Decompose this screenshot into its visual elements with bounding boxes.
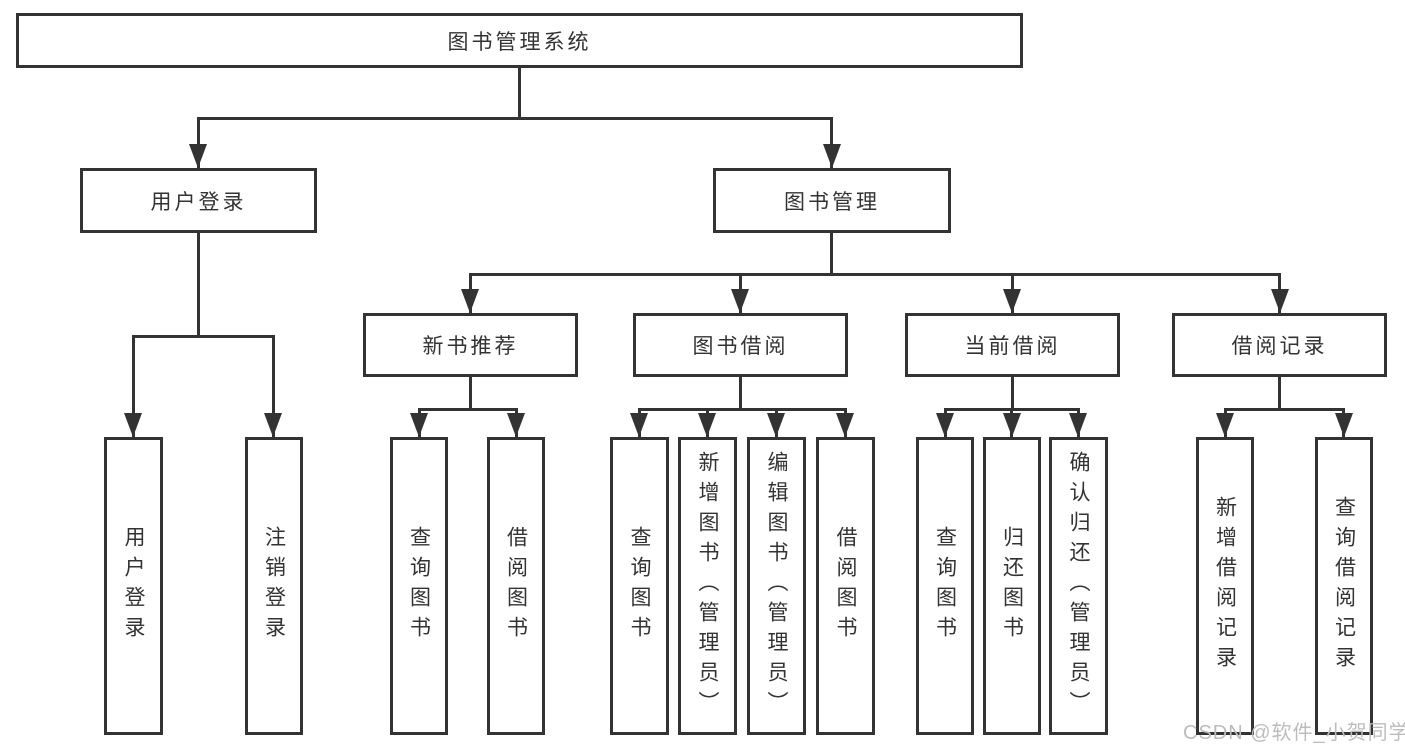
leaf-logout-label: 注销登录: [262, 526, 286, 646]
node-borrow-records-label: 借阅记录: [1231, 335, 1328, 358]
leaf-current-query-book-label: 查询图书: [933, 526, 957, 646]
leaf-current-confirm-return-admin: 确认归还（管理员）: [1049, 437, 1108, 735]
arrowhead-down-icon: [1335, 413, 1353, 437]
leaf-borrow-edit-book-admin: 编辑图书（管理员）: [747, 437, 806, 735]
leaf-recommend-query-book: 查询图书: [390, 437, 448, 735]
node-book-borrow: 图书借阅: [633, 313, 848, 377]
leaf-records-query-record: 查询借阅记录: [1315, 437, 1373, 735]
leaf-borrow-query-book: 查询图书: [610, 437, 669, 735]
node-book-management: 图书管理: [713, 168, 951, 233]
connector-line: [739, 377, 742, 408]
connector-line: [132, 335, 135, 437]
connector-line: [518, 68, 521, 120]
connector-line: [638, 408, 847, 411]
connector-line: [1011, 377, 1014, 408]
leaf-user-login-label: 用户登录: [122, 526, 146, 646]
leaf-borrow-edit-book-admin-label: 编辑图书（管理员）: [765, 451, 789, 721]
leaf-borrow-add-book-admin: 新增图书（管理员）: [678, 437, 737, 735]
connector-line: [197, 233, 200, 335]
leaf-recommend-query-book-label: 查询图书: [407, 526, 431, 646]
arrowhead-down-icon: [731, 289, 749, 313]
leaf-logout: 注销登录: [245, 437, 303, 735]
node-user-login-label: 用户登录: [150, 190, 247, 214]
arrowhead-down-icon: [1271, 289, 1289, 313]
watermark: CSDN @软件_小贺同学: [1183, 722, 1405, 744]
arrowhead-down-icon: [1003, 289, 1021, 313]
arrowhead-down-icon: [1003, 413, 1021, 437]
arrowhead-down-icon: [507, 413, 525, 437]
leaf-current-query-book: 查询图书: [916, 437, 974, 735]
connector-line: [1278, 377, 1281, 408]
leaf-borrow-query-book-label: 查询图书: [628, 526, 652, 646]
arrowhead-down-icon: [124, 413, 142, 437]
leaf-borrow-borrow-book: 借阅图书: [816, 437, 875, 735]
leaf-records-add-record-label: 新增借阅记录: [1213, 496, 1237, 676]
connector-line: [132, 335, 275, 338]
arrowhead-down-icon: [630, 413, 648, 437]
node-root-label: 图书管理系统: [447, 30, 592, 54]
connector-line: [469, 377, 472, 408]
leaf-recommend-borrow-book-label: 借阅图书: [504, 526, 528, 646]
leaf-current-confirm-return-admin-label: 确认归还（管理员）: [1067, 451, 1091, 721]
leaf-recommend-borrow-book: 借阅图书: [487, 437, 545, 735]
leaf-current-return-book-label: 归还图书: [1000, 526, 1024, 646]
leaf-borrow-borrow-book-label: 借阅图书: [834, 526, 858, 646]
arrowhead-down-icon: [698, 413, 716, 437]
arrowhead-down-icon: [823, 144, 841, 168]
connector-line: [1224, 408, 1345, 411]
node-new-book-recommend: 新书推荐: [363, 313, 578, 377]
arrowhead-down-icon: [1069, 413, 1087, 437]
node-book-borrow-label: 图书借阅: [692, 335, 789, 358]
arrowhead-down-icon: [767, 413, 785, 437]
arrowhead-down-icon: [836, 413, 854, 437]
leaf-borrow-add-book-admin-label: 新增图书（管理员）: [696, 451, 720, 721]
connector-line: [830, 233, 833, 273]
connector-line: [469, 273, 1280, 276]
node-user-login: 用户登录: [80, 168, 317, 233]
leaf-records-add-record: 新增借阅记录: [1196, 437, 1254, 735]
node-current-borrow: 当前借阅: [905, 313, 1120, 377]
node-new-book-recommend-label: 新书推荐: [422, 335, 519, 358]
leaf-current-return-book: 归还图书: [983, 437, 1041, 735]
leaf-records-query-record-label: 查询借阅记录: [1332, 496, 1356, 676]
connector-line: [830, 117, 833, 168]
node-borrow-records: 借阅记录: [1172, 313, 1387, 377]
arrowhead-down-icon: [189, 144, 207, 168]
arrowhead-down-icon: [410, 413, 428, 437]
node-current-borrow-label: 当前借阅: [964, 335, 1061, 358]
node-book-management-label: 图书管理: [784, 190, 880, 214]
connector-line: [418, 408, 518, 411]
arrowhead-down-icon: [1216, 413, 1234, 437]
arrowhead-down-icon: [461, 289, 479, 313]
connector-line: [197, 117, 833, 120]
arrowhead-down-icon: [264, 413, 282, 437]
connector-line: [272, 335, 275, 437]
node-root: 图书管理系统: [16, 13, 1023, 68]
leaf-user-login: 用户登录: [104, 437, 163, 735]
connector-line: [197, 117, 200, 168]
arrowhead-down-icon: [936, 413, 954, 437]
